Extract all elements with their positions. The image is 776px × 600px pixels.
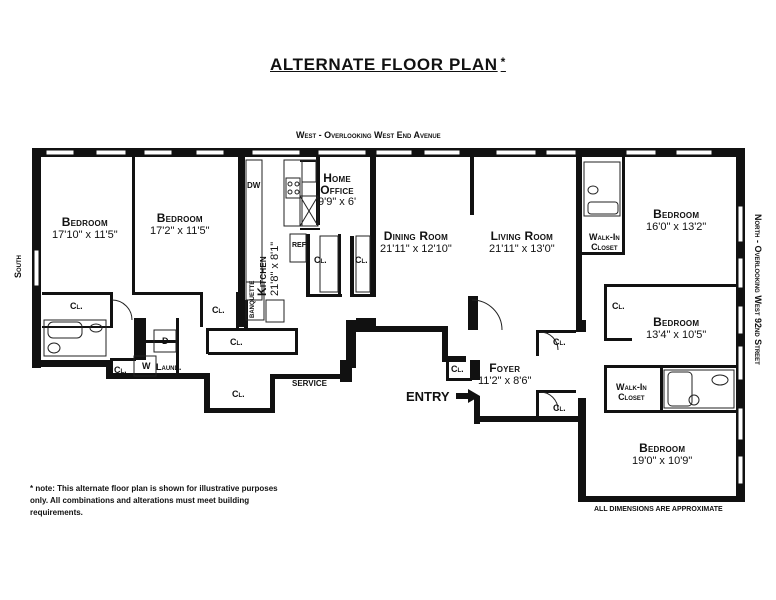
entry-arrow	[456, 389, 480, 403]
walk-in-closet-1-line2: Closet	[591, 242, 618, 252]
bedroom-2-dims: 17'2" x 11'5"	[150, 225, 210, 237]
bedroom-5-dims: 19'0" x 10'9"	[632, 455, 693, 467]
closet-label-7: Cl.	[232, 389, 245, 399]
bedroom-4-name: Bedroom	[653, 315, 700, 329]
living-room-name: Living Room	[490, 229, 554, 243]
kitchen-dims: 21'8" x 8'1"	[269, 241, 281, 296]
footnote: * note: This alternate floor plan is sho…	[30, 484, 278, 517]
bedroom-3-name: Bedroom	[653, 207, 700, 221]
plan-title: ALTERNATE FLOOR PLAN*	[270, 56, 506, 73]
bedroom-5-name: Bedroom	[639, 441, 686, 455]
interior-walls	[42, 155, 736, 416]
dining-room-dims: 21'11" x 12'10"	[380, 243, 452, 255]
kitchen: Kitchen 21'8" x 8'1"	[255, 241, 281, 296]
closet-label-11: Cl.	[612, 301, 625, 311]
fixtures	[43, 159, 735, 411]
closet-label-10: Cl.	[553, 403, 566, 413]
closet-label-4: Cl.	[314, 255, 327, 265]
bedroom-3: Bedroom 16'0" x 13'2"	[646, 208, 706, 233]
banquette-label: BANQUETTE	[250, 280, 256, 318]
dryer-label: D	[162, 336, 169, 346]
dining-room: Dining Room 21'11" x 12'10"	[380, 230, 452, 255]
closet-label-6: Cl.	[114, 365, 127, 375]
foyer-dims: 11'2" x 8'6"	[478, 375, 532, 387]
living-room-dims: 21'11" x 13'0"	[489, 243, 555, 255]
title-asterisk: *	[500, 55, 506, 69]
bedroom-3-dims: 16'0" x 13'2"	[646, 221, 707, 233]
closet-label-8: Cl.	[451, 364, 464, 374]
walk-in-closet-2-line2: Closet	[618, 392, 645, 402]
bedroom-2: Bedroom 17'2" x 11'5"	[150, 212, 210, 237]
closet-label-3: Cl.	[230, 337, 243, 347]
dining-room-name: Dining Room	[383, 229, 448, 243]
west-label: West - Overlooking West End Avenue	[296, 130, 441, 140]
south-label: South	[13, 254, 23, 278]
home-office-name-2: Office	[320, 183, 354, 197]
dimensions-disclaimer: ALL DIMENSIONS ARE APPROXIMATE	[594, 506, 723, 513]
refrigerator-label: REF	[292, 242, 306, 249]
walk-in-closet-2-line1: Walk-In	[616, 382, 647, 392]
closet-label-1: Cl.	[70, 301, 83, 311]
foyer: Foyer 11'2" x 8'6"	[478, 362, 531, 387]
walk-in-closet-1-line1: Walk-In	[589, 232, 620, 242]
foyer-name: Foyer	[489, 361, 521, 375]
walk-in-closet-2: Walk-In Closet	[616, 382, 647, 402]
closet-label-5: Cl.	[355, 255, 368, 265]
bedroom-5: Bedroom 19'0" x 10'9"	[632, 442, 692, 467]
bedroom-4-dims: 13'4" x 10'5"	[646, 329, 707, 341]
entry-label: ENTRY	[406, 389, 450, 404]
home-office-dims: 9'9" x 6'	[318, 196, 357, 208]
service-label: SERVICE	[292, 379, 327, 388]
bedroom-1-name: Bedroom	[61, 215, 108, 229]
bedroom-2-name: Bedroom	[156, 211, 203, 225]
north-label: North - Overlooking West 92nd Street	[753, 214, 763, 365]
home-office: Home Office 9'9" x 6'	[318, 172, 356, 208]
kitchen-name: Kitchen	[255, 256, 269, 296]
bedroom-4: Bedroom 13'4" x 10'5"	[646, 316, 706, 341]
dishwasher-label: DW	[247, 181, 261, 190]
living-room: Living Room 21'11" x 13'0"	[489, 230, 555, 255]
washer-label: W	[142, 361, 151, 371]
laundry-label: Laund.	[156, 362, 182, 372]
closet-label-9: Cl.	[553, 337, 566, 347]
bedroom-1: Bedroom 17'10" x 11'5"	[52, 216, 118, 241]
bedroom-1-dims: 17'10" x 11'5"	[52, 229, 118, 241]
home-office-name-1: Home	[323, 171, 351, 185]
walk-in-closet-1: Walk-In Closet	[589, 232, 620, 252]
window-openings	[33, 149, 744, 485]
plan-title-text: ALTERNATE FLOOR PLAN	[270, 55, 498, 74]
closet-label-2: Cl.	[212, 305, 225, 315]
